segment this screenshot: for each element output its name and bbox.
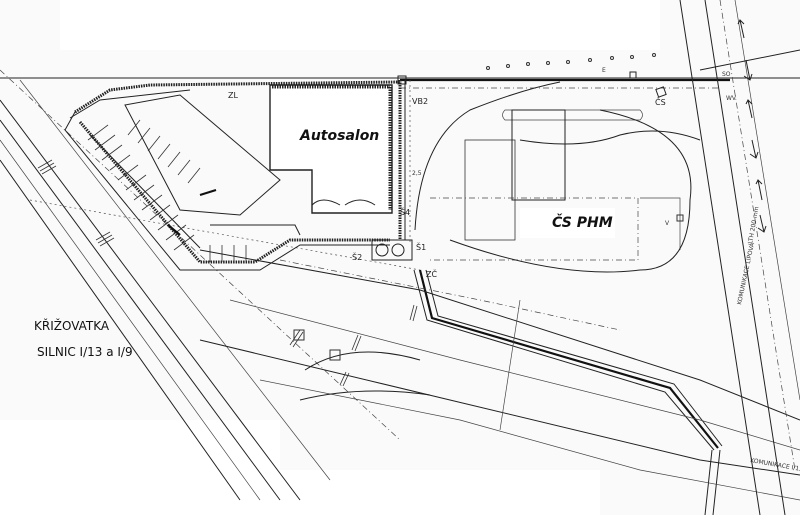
- marker-s4: Š4: [400, 206, 410, 217]
- tank-block: Š2 Š1 ZČ: [352, 239, 437, 279]
- drawing-title: KŘIŽOVATKA SILNIC I/13 a I/9: [34, 318, 133, 359]
- autosalon-building: Autosalon: [269, 84, 393, 214]
- utility-corridor: Š4 VB2 ZL 2,5: [228, 75, 428, 245]
- lamp-posts: [486, 53, 656, 70]
- north-boundary: [0, 53, 800, 89]
- title-line-2: SILNIC I/13 a I/9: [37, 345, 133, 359]
- crosswalk: [37, 159, 115, 247]
- marker-zl: ZL: [228, 91, 238, 100]
- parking-lot: [64, 80, 401, 271]
- fuel-station-label: ČS PHM: [552, 213, 613, 231]
- marker-so: SO: [722, 71, 731, 78]
- autosalon-label: Autosalon: [299, 128, 379, 144]
- drainage-channel: [413, 269, 723, 515]
- marker-cs: ČS: [655, 96, 666, 107]
- road-i9-lanes: [0, 69, 421, 501]
- marker-vb2: VB2: [412, 97, 428, 106]
- marker-wv: WV: [726, 95, 737, 102]
- dimension-label: 2,5: [412, 170, 422, 177]
- road-crosswalks: [289, 304, 418, 387]
- direction-arrows: [737, 19, 767, 233]
- parking-stalls: [87, 119, 247, 262]
- fuel-station: ČS PHM ČS V: [414, 81, 701, 273]
- title-line-1: KŘIŽOVATKA: [34, 318, 110, 333]
- marker-e: E: [602, 67, 606, 74]
- marker-s1: Š1: [416, 241, 426, 252]
- marker-v: V: [665, 220, 670, 227]
- marker-zc: ZČ: [426, 268, 437, 279]
- marker-s2: Š2: [352, 251, 362, 262]
